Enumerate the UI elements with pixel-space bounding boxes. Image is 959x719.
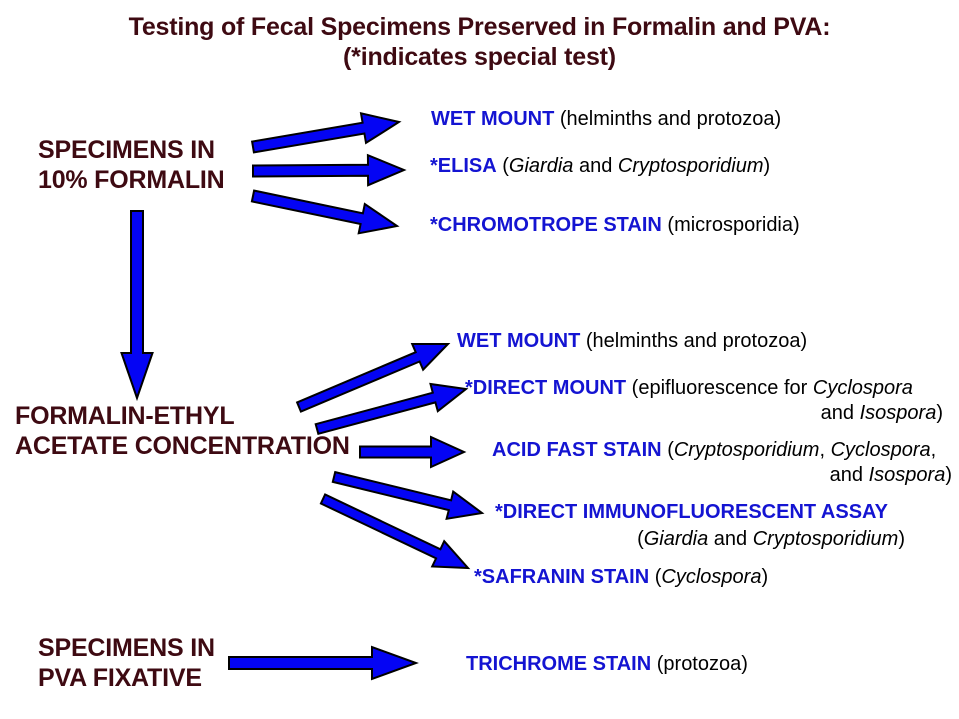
arrow-formalin-to-chromotrope [250, 189, 400, 235]
page-title-line2: (*indicates special test) [343, 43, 616, 71]
node-formalin-line2: 10% FORMALIN [38, 166, 225, 194]
arrow-formalin-to-elisa [252, 153, 407, 187]
node-concentration-line2: ACETATE CONCENTRATION [15, 432, 350, 460]
arrow-pva-to-trichrome [228, 645, 419, 681]
test-direct-immunofluorescent-assay-line1: *DIRECT IMMUNOFLUORESCENT ASSAY [495, 501, 888, 523]
test-acid-fast-stain-line2: and Isospora) [829, 464, 952, 486]
arrow-formalin-to-wet-mount [250, 111, 402, 154]
arrow-concentration-to-dfa [331, 470, 485, 521]
test-direct-immunofluorescent-assay-line2: (Giardia and Cryptosporidium) [637, 528, 905, 550]
arrow-formalin-to-concentration [120, 210, 154, 402]
node-pva-line1: SPECIMENS IN [38, 634, 215, 662]
page-title: Testing of Fecal Specimens Preserved in … [0, 12, 959, 72]
node-formalin-ethyl-acetate-concentration: FORMALIN-ETHYL ACETATE CONCENTRATION [15, 401, 350, 461]
test-wet-mount-concentration: WET MOUNT (helminths and protozoa) [457, 330, 808, 352]
node-formalin-line1: SPECIMENS IN [38, 136, 215, 164]
node-pva-line2: PVA FIXATIVE [38, 664, 202, 692]
test-direct-mount-line2: and Isospora) [820, 402, 943, 424]
test-acid-fast-stain-line1: ACID FAST STAIN (Cryptosporidium, Cyclos… [492, 439, 937, 461]
page-title-line1: Testing of Fecal Specimens Preserved in … [128, 13, 831, 41]
test-elisa: *ELISA (Giardia and Cryptosporidium) [430, 155, 771, 177]
arrow-concentration-to-acid-fast [359, 435, 467, 469]
node-specimens-in-formalin: SPECIMENS IN 10% FORMALIN [38, 135, 225, 195]
test-safranin-stain: *SAFRANIN STAIN (Cyclospora) [474, 566, 769, 588]
node-specimens-in-pva: SPECIMENS IN PVA FIXATIVE [38, 633, 215, 693]
test-direct-mount-line1: *DIRECT MOUNT (epifluorescence for Cyclo… [465, 377, 913, 399]
test-wet-mount-formalin: WET MOUNT (helminths and protozoa) [431, 108, 782, 130]
arrow-concentration-to-safranin [319, 493, 471, 570]
node-concentration-line1: FORMALIN-ETHYL [15, 402, 235, 430]
test-trichrome-stain: TRICHROME STAIN (protozoa) [466, 653, 748, 675]
test-chromotrope-stain: *CHROMOTROPE STAIN (microsporidia) [430, 214, 800, 236]
